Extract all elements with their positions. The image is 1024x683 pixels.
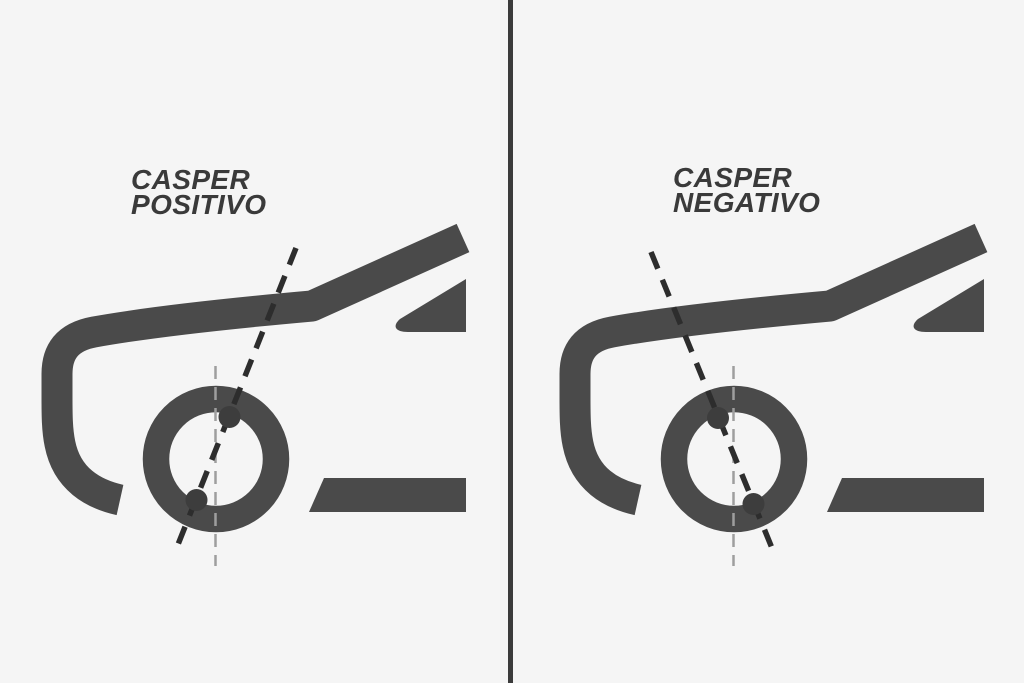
label-caster-negative-line1: CASPER [673,162,793,193]
label-caster-positive-line1: CASPER [131,164,251,195]
lower-pivot-dot-right [742,493,765,515]
panel-negative-caster [575,238,984,566]
panel-divider [508,0,513,683]
lower-pivot-dot-left [185,489,208,511]
label-caster-negative-line2: NEGATIVO [673,187,821,218]
panel-positive-caster [57,238,466,566]
label-caster-negative: CASPER NEGATIVO [673,162,821,218]
label-caster-positive-line2: POSITIVO [131,189,267,220]
upper-pivot-dot-right [707,407,729,429]
label-caster-positive: CASPER POSITIVO [131,164,267,220]
upper-pivot-dot-left [218,406,241,428]
